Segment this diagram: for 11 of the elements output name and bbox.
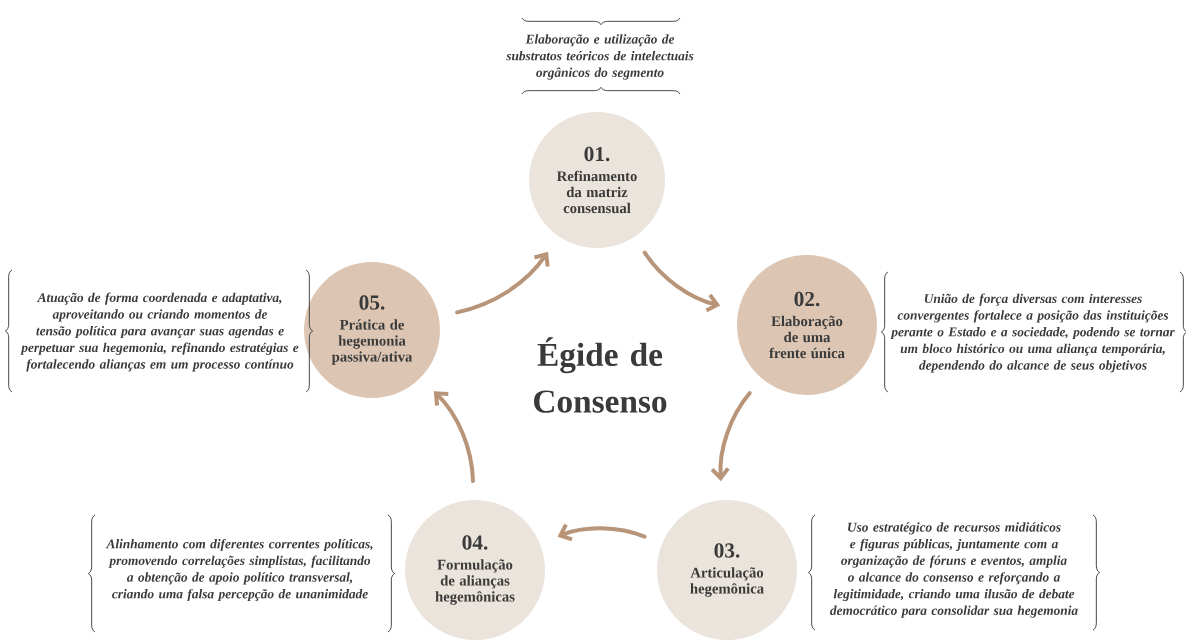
description-text: União de força diversas com interesses convergentes fortalece a posição das instituições perante o Estado e a sociedade, podendo se tornar um bloco histórico ou uma aliança temporária, dependendo do alcance de seus objetivos [890, 293, 1175, 373]
arrow [557, 523, 647, 542]
arrow [455, 251, 550, 315]
arrow [642, 250, 721, 313]
description-text: Elaboração e utilização de substratos teóricos de intelectuais orgânicos do segmento [506, 34, 694, 80]
description-text: Uso estratégico de recursos midiáticos e figuras públicas, juntamente com a organização de fóruns e eventos, amplia o alcance do consenso e reforçando a legitimidade, criando uma ilusão de debate democrático para consolidar sua hegemonia [830, 522, 1078, 618]
arrow [710, 391, 752, 482]
description-text: Atuação de forma coordenada e adaptativa, aproveitando ou criando momentos de tensão política para avançar suas agendas e perpetuar sua hegemonia, refinando estratégias e fortalecendo alianças em um processo contínuo [20, 292, 299, 372]
arrow [433, 391, 475, 484]
description-text: Alinhamento com diferentes correntes políticas, promovendo correlações simplistas, facilitando a obtenção de apoio político transversal, criando uma falsa percepção de unanimidade [105, 538, 373, 602]
center-title: Égide de Consenso [534, 337, 667, 413]
